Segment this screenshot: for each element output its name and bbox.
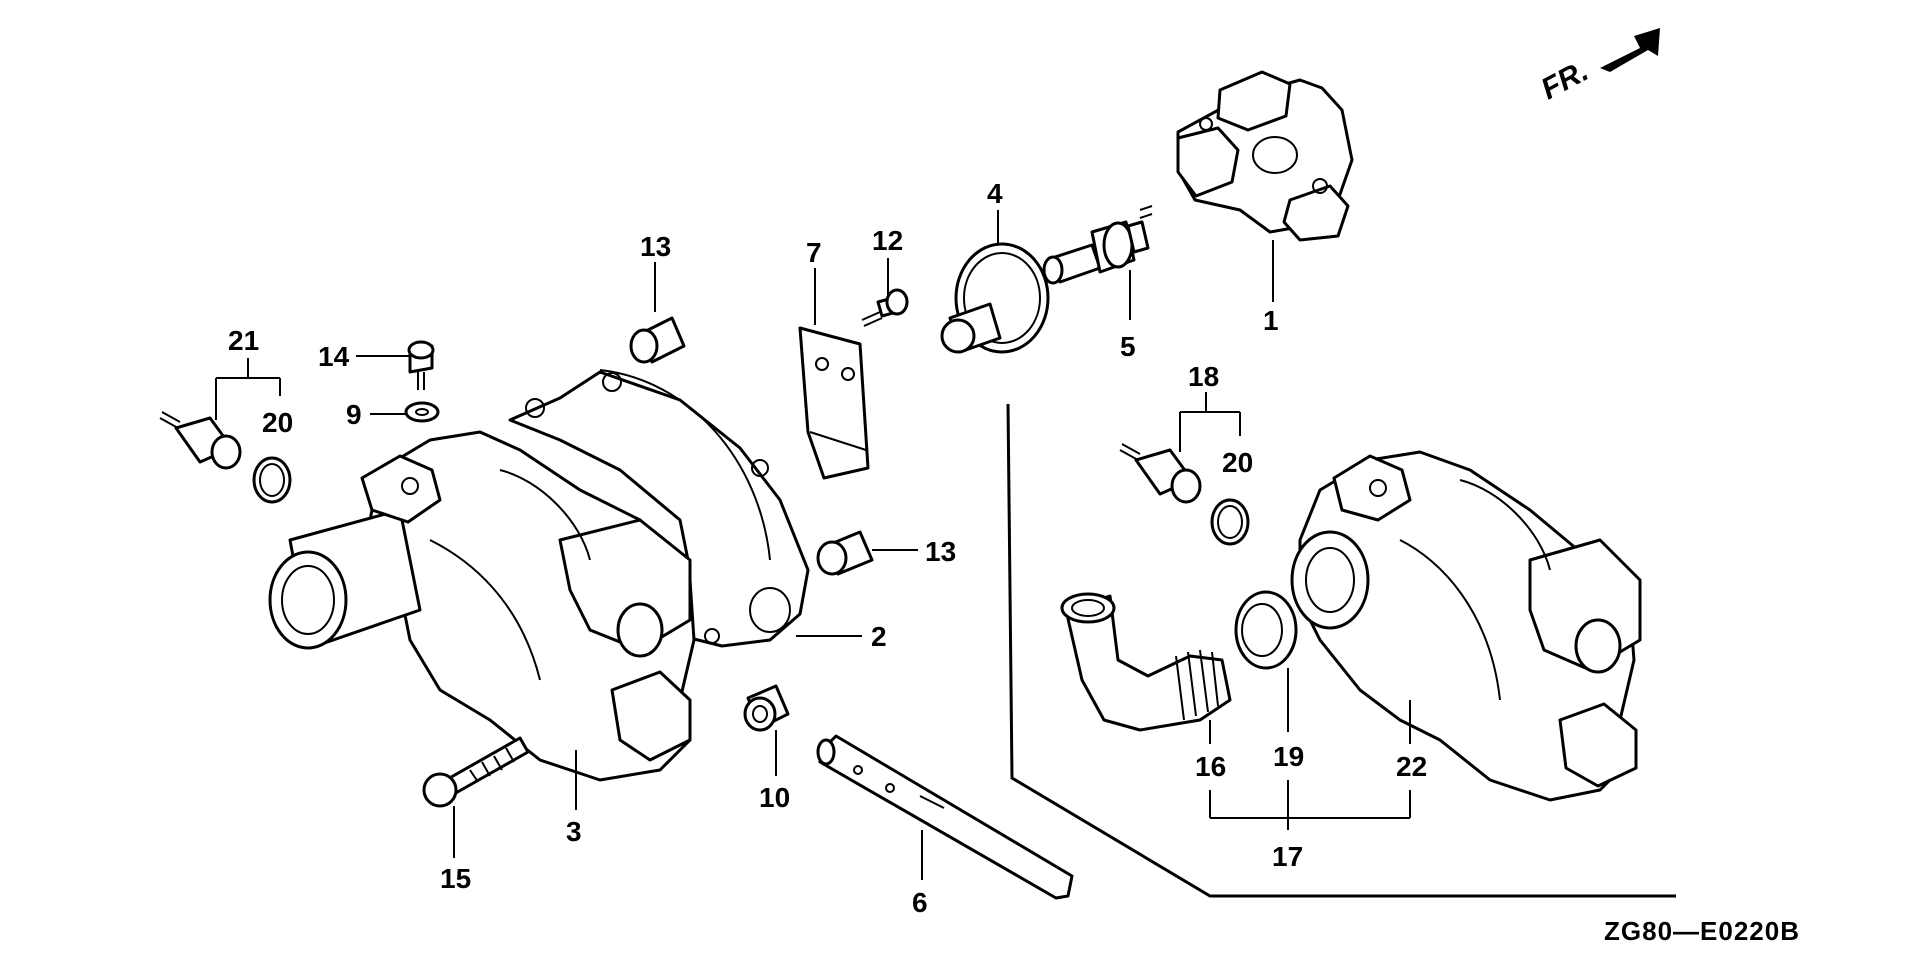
callout-19: 19 xyxy=(1273,741,1304,772)
part-4-mechanical-seal xyxy=(940,242,1050,354)
callout-13-lower: 13 xyxy=(925,536,956,567)
callout-13-upper: 13 xyxy=(640,231,671,262)
callout-12: 12 xyxy=(872,225,903,256)
part-21-thermo-switch xyxy=(159,411,242,470)
part-5-shaft-seal-assembly xyxy=(1042,205,1153,285)
part-14-bolt xyxy=(407,340,435,390)
callout-15: 15 xyxy=(440,863,471,894)
callout-10: 10 xyxy=(759,782,790,813)
part-22-pump-housing-alt xyxy=(1290,450,1642,802)
callout-22: 22 xyxy=(1396,751,1427,782)
part-13-dowel-lower xyxy=(816,530,874,576)
part-13-dowel-upper xyxy=(629,316,686,364)
callout-17: 17 xyxy=(1272,841,1303,872)
callout-4: 4 xyxy=(987,178,1003,209)
part-15-flange-bolt xyxy=(422,736,530,808)
callout-16: 16 xyxy=(1195,751,1226,782)
part-9-washer xyxy=(404,401,440,423)
callout-7: 7 xyxy=(806,237,822,268)
part-18-thermo-switch xyxy=(1119,443,1202,504)
part-20-o-ring-right xyxy=(1210,498,1250,546)
callout-9: 9 xyxy=(346,399,362,430)
part-7-plate xyxy=(798,326,870,480)
front-label: FR. xyxy=(1536,54,1594,106)
callout-1: 1 xyxy=(1263,305,1279,336)
callout-5: 5 xyxy=(1120,331,1136,362)
part-6-pump-shaft xyxy=(816,734,1074,900)
part-1-impeller xyxy=(1176,70,1354,242)
part-2-gasket xyxy=(508,369,810,654)
part-10-oil-seal xyxy=(743,684,790,732)
part-3-pump-housing xyxy=(268,430,696,782)
callout-14: 14 xyxy=(318,341,350,372)
type-divider-line xyxy=(1006,403,1676,898)
diagram-code: ZG80—E0220B xyxy=(1604,916,1800,946)
part-16-elbow-joint xyxy=(1060,592,1232,732)
front-direction-indicator: FR. xyxy=(1536,28,1660,106)
part-19-lock-nut xyxy=(1234,590,1298,670)
front-arrow-icon xyxy=(1600,28,1660,72)
callout-3: 3 xyxy=(566,816,582,847)
callout-18: 18 xyxy=(1188,361,1219,392)
callout-6: 6 xyxy=(912,887,928,918)
callout-21: 21 xyxy=(228,325,259,356)
part-20-o-ring-left xyxy=(252,456,292,504)
callout-20-right: 20 xyxy=(1222,447,1253,478)
callout-2: 2 xyxy=(871,621,887,652)
callout-20-left: 20 xyxy=(262,407,293,438)
part-12-screw xyxy=(861,288,909,327)
